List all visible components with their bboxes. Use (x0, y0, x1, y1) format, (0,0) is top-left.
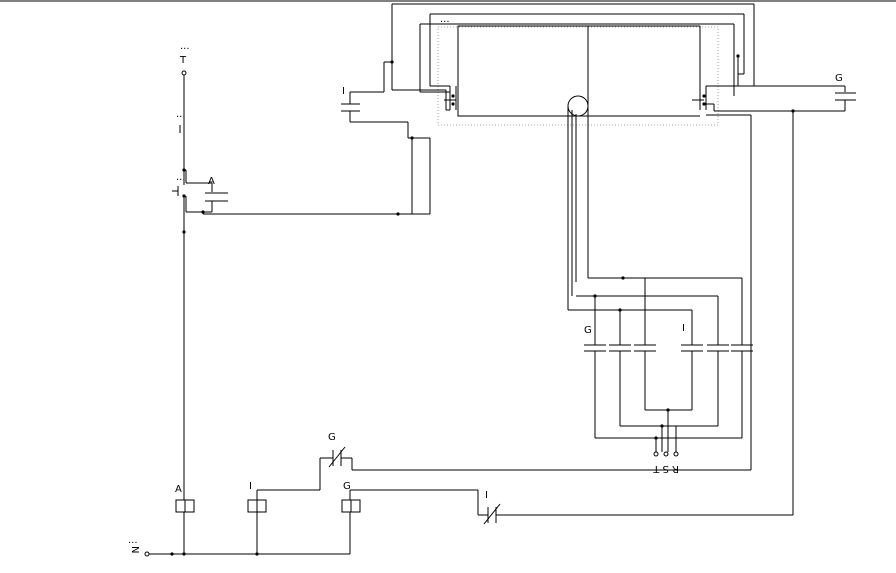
stop-ellipsis: ... (176, 109, 186, 120)
coil-a-label: A (175, 484, 182, 495)
coil-i-label: I (249, 481, 252, 492)
contact-g-bottom-label: G (328, 432, 336, 443)
coil-g-branch: G I (341, 109, 795, 525)
motor-symbol (567, 95, 589, 117)
n-ellipsis: ... (128, 535, 138, 546)
t-ellipsis: ... (180, 41, 190, 52)
terminal-t (673, 451, 679, 457)
contact-g-right-label: G (835, 73, 843, 84)
terminal-r (653, 451, 659, 457)
t-terminal (181, 70, 187, 76)
cap-bank-i-label: I (682, 323, 685, 334)
coil-g-label: G (343, 481, 351, 492)
n-terminal-label: N (129, 546, 140, 553)
cap-bank-g-label: G (584, 325, 592, 336)
rst-label: R S T (652, 463, 679, 474)
frame-ellipsis: ... (440, 14, 450, 25)
start-ellipsis: ... (176, 172, 186, 183)
terminal-s (663, 451, 669, 457)
main-left-line: ... T ... ... A A (172, 41, 430, 554)
neutral-line: N ... (128, 512, 351, 557)
coil-i-branch: I G (247, 115, 752, 554)
n-terminal (144, 551, 150, 557)
motor-assembly: ... (341, 3, 856, 214)
contact-a-label: A (208, 176, 215, 187)
capacitor-bank: G I (567, 106, 753, 474)
contact-i-bottom-label: I (485, 490, 488, 501)
t-terminal-label: T (179, 55, 187, 66)
contact-i-top-label: I (342, 86, 345, 97)
